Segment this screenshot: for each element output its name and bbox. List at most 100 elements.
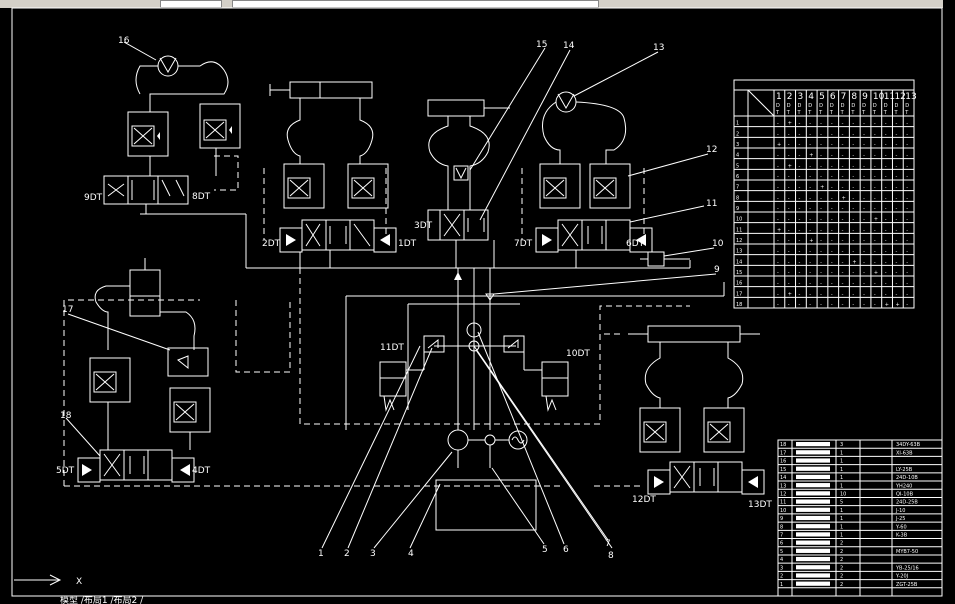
action-cell: - xyxy=(820,121,822,127)
parts-spec: QI-10B xyxy=(896,491,914,497)
right-edge-bar xyxy=(943,0,955,604)
action-row-number: 13 xyxy=(736,249,742,255)
action-cell: + xyxy=(777,142,781,148)
callout-15: 15 xyxy=(536,40,547,50)
action-cell: - xyxy=(777,281,779,287)
action-cell: - xyxy=(831,163,833,169)
action-cell: - xyxy=(799,217,801,223)
action-cell: - xyxy=(799,142,801,148)
action-col-header: 7 xyxy=(841,92,847,102)
layout-tabs-text[interactable]: 模型 /布局1 /布局2 / xyxy=(60,596,144,604)
action-cell: - xyxy=(852,217,854,223)
action-col-suffix: T xyxy=(840,110,845,116)
action-cell: - xyxy=(863,153,865,159)
action-cell: - xyxy=(863,270,865,276)
action-cell: - xyxy=(842,142,844,148)
action-cell: - xyxy=(777,121,779,127)
action-cell: - xyxy=(809,270,811,276)
cylinder-circuit-12-13 xyxy=(628,325,765,495)
parts-spec: 24D-25B xyxy=(896,500,918,506)
action-cell: - xyxy=(852,281,854,287)
action-cell: - xyxy=(874,174,876,180)
parts-name-cell xyxy=(796,458,830,463)
action-cell: - xyxy=(820,281,822,287)
parts-qty: 1 xyxy=(840,524,843,530)
action-cell: - xyxy=(874,281,876,287)
callout-18: 18 xyxy=(60,411,72,421)
action-cell: - xyxy=(885,238,887,244)
parts-spec: Y-20J xyxy=(895,574,908,580)
cylinder-circuit-3 xyxy=(427,99,510,241)
action-cell: - xyxy=(809,206,811,212)
action-col-suffix: D xyxy=(873,103,877,109)
action-cell: - xyxy=(842,291,844,297)
parts-qty: 1 xyxy=(840,508,843,514)
action-cell: - xyxy=(799,131,801,137)
solenoid-12dt: 12DT xyxy=(632,495,656,505)
action-col-suffix: T xyxy=(829,110,834,116)
action-cell: - xyxy=(852,153,854,159)
action-cell: - xyxy=(863,206,865,212)
action-cell: - xyxy=(874,121,876,127)
parts-name-cell xyxy=(796,450,830,455)
solenoid-7dt: 7DT xyxy=(514,239,533,249)
action-cell: - xyxy=(799,227,801,233)
action-cell: - xyxy=(788,238,790,244)
action-col-header: 2 xyxy=(787,92,793,102)
action-cell: - xyxy=(842,281,844,287)
action-cell: + xyxy=(842,195,846,201)
callout-3: 3 xyxy=(370,549,376,559)
action-cell: - xyxy=(809,259,811,265)
action-cell: + xyxy=(895,302,899,308)
parts-spec: LY-25B xyxy=(896,467,913,473)
action-cell: - xyxy=(831,153,833,159)
solenoid-13dt: 13DT xyxy=(748,500,772,510)
callout-6: 6 xyxy=(563,545,569,555)
parts-name-cell xyxy=(796,483,830,488)
action-cell: + xyxy=(788,163,792,169)
action-cell: - xyxy=(788,281,790,287)
action-cell: - xyxy=(799,249,801,255)
parts-spec: 34DY-63B xyxy=(896,442,921,448)
action-cell: - xyxy=(906,227,908,233)
action-cell: + xyxy=(885,302,889,308)
parts-qty: 1 xyxy=(840,483,843,489)
action-col-suffix: D xyxy=(819,103,823,109)
action-cell: - xyxy=(874,291,876,297)
solenoid-10dt: 10DT xyxy=(566,349,590,359)
action-col-header: 6 xyxy=(830,92,836,102)
solenoid-5dt: 5DT xyxy=(56,466,75,476)
action-cell: - xyxy=(885,163,887,169)
action-col-header: 8 xyxy=(851,92,857,102)
action-cell: - xyxy=(809,174,811,180)
parts-name-cell xyxy=(796,532,830,537)
parts-name-cell xyxy=(796,442,830,447)
action-cell: - xyxy=(852,291,854,297)
action-cell: - xyxy=(799,163,801,169)
action-cell: - xyxy=(831,121,833,127)
parts-row-number: 14 xyxy=(780,475,786,481)
layout-tabs-strip[interactable]: 模型 /布局1 /布局2 / xyxy=(0,596,943,604)
solenoid-action-table: 1DT2DT3DT4DT5DT6DT7DT8DT9DT10DT11DT12DT1… xyxy=(733,79,917,309)
action-cell: - xyxy=(906,153,908,159)
action-cell: - xyxy=(895,227,897,233)
action-cell: - xyxy=(874,206,876,212)
action-cell: - xyxy=(863,163,865,169)
action-cell: - xyxy=(831,238,833,244)
motor-circuit-13 xyxy=(535,91,653,253)
action-row-number: 16 xyxy=(736,281,742,287)
parts-name-cell xyxy=(796,474,830,480)
parts-spec: J-25 xyxy=(895,516,905,522)
action-cell: - xyxy=(895,131,897,137)
action-cell: - xyxy=(809,131,811,137)
action-cell: - xyxy=(842,163,844,169)
action-cell: - xyxy=(863,131,865,137)
parts-row-number: 9 xyxy=(780,516,783,522)
action-col-suffix: D xyxy=(905,103,909,109)
parts-name-cell xyxy=(796,466,830,471)
action-cell: - xyxy=(799,206,801,212)
action-cell: - xyxy=(852,206,854,212)
action-col-header: 13 xyxy=(905,92,916,102)
callout-11: 11 xyxy=(706,199,717,209)
